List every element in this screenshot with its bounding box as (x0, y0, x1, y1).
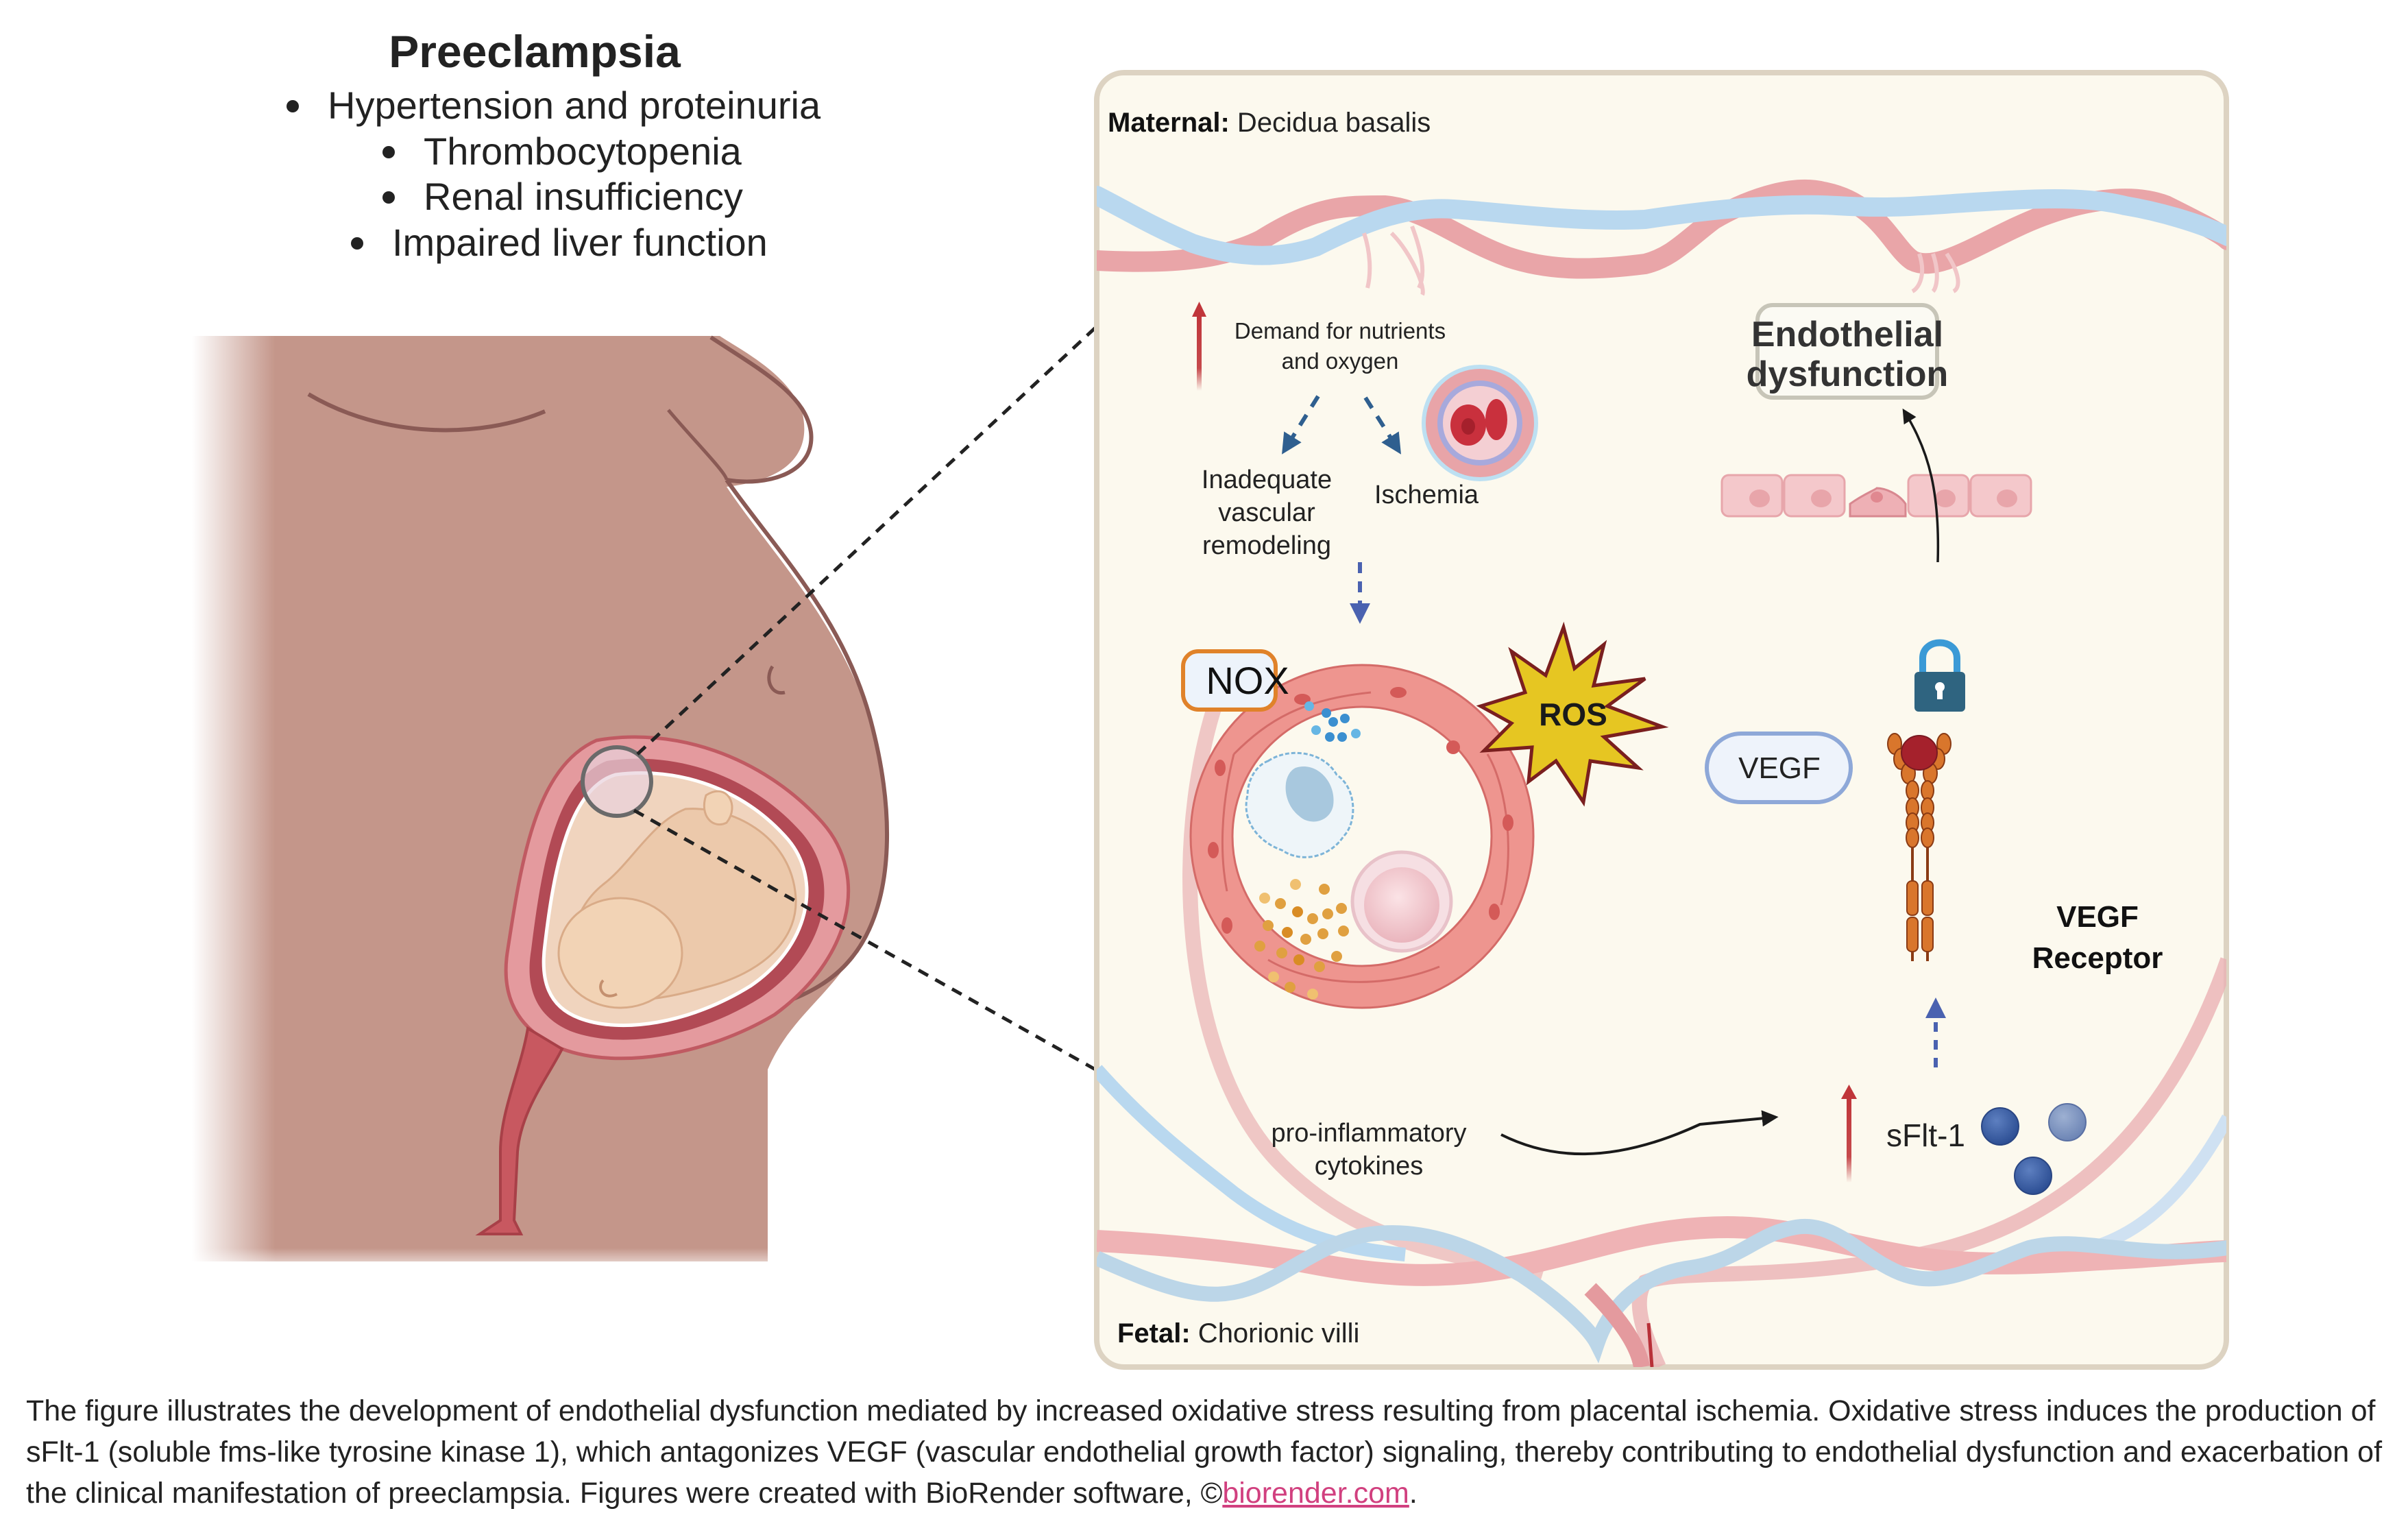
arrow-to-dysfunction (1902, 408, 1940, 563)
dashed-arrow-icon (1363, 396, 1401, 455)
caption-text: The figure illustrates the development o… (26, 1394, 2383, 1510)
sflt1-label: sFlt-1 (1886, 1117, 1965, 1153)
ischemia-vessel-icon (1422, 365, 1538, 481)
cytokines-label: pro-inflammatory (1271, 1119, 1466, 1148)
vegf-receptor-icon (1887, 733, 1951, 961)
preeclampsia-title: Preeclampsia (389, 26, 681, 77)
cytokine-particles (1254, 879, 1349, 1000)
ischemia-text: Ischemia (1374, 481, 1479, 509)
ros-burst-icon: ROS (1476, 621, 1669, 807)
symptom-item: Renal insufficiency (424, 175, 743, 218)
increase-arrow-icon (1197, 315, 1202, 391)
lymphocyte-cell (1350, 850, 1453, 953)
fetal-vessels (1097, 1216, 2226, 1367)
maternal-label: Maternal: Decidua basalis (1108, 108, 1431, 138)
vegf-badge: VEGF (1705, 732, 1853, 804)
vegf-receptor-label: VEGF (2056, 900, 2139, 934)
inadequate-text: remodeling (1202, 531, 1331, 560)
magnifier-circle (581, 745, 653, 818)
ros-label: ROS (1539, 697, 1607, 732)
maternal-vessels (1097, 179, 2226, 296)
sflt1-molecules-icon (1981, 1103, 2087, 1195)
figure-caption: The figure illustrates the development o… (26, 1390, 2391, 1514)
demand-text: and oxygen (1282, 348, 1399, 374)
navel (767, 665, 786, 695)
vegf-label: VEGF (1738, 751, 1821, 785)
increase-arrow-icon (1847, 1097, 1851, 1183)
demand-increase: Demand for nutrients and oxygen (1192, 302, 1446, 391)
demand-text: Demand for nutrients (1235, 318, 1446, 343)
caption-suffix: . (1409, 1477, 1418, 1510)
symptom-item: Hypertension and proteinuria (328, 84, 821, 127)
symptom-list: Hypertension and proteinuria Thrombocyto… (287, 84, 821, 264)
endothelial-dysfunction-box: Endothelial dysfunction (1747, 303, 1949, 400)
left-panel: Preeclampsia Hypertension and proteinuri… (171, 26, 1097, 1275)
symptom-item: Thrombocytopenia (424, 130, 742, 173)
bullet-icon (287, 100, 299, 112)
ros-particles (1304, 701, 1361, 742)
dashed-arrow-icon (1282, 395, 1320, 455)
endothelial-dysfunction-label: dysfunction (1747, 354, 1949, 394)
right-panel: Maternal: Decidua basalis Fetal: Chorion… (1094, 70, 2229, 1370)
bullet-icon (351, 237, 363, 250)
pregnant-body-illustration (171, 322, 889, 1275)
arrow-cytokines-to-sflt1 (1500, 1110, 1779, 1156)
nox-label: NOX (1206, 659, 1289, 702)
bullet-icon (382, 191, 395, 204)
lock-icon (1914, 639, 1965, 712)
zoom-line-top (636, 326, 1097, 756)
fetus-head (557, 897, 683, 1009)
fetal-label: Fetal: Chorionic villi (1117, 1318, 1359, 1349)
cytokines-label: cytokines (1315, 1152, 1423, 1181)
breast-contour (307, 392, 546, 433)
bullet-icon (382, 146, 395, 158)
vegf-receptor-label: Receptor (2032, 941, 2163, 975)
symptom-item: Impaired liver function (392, 221, 768, 264)
cervix (475, 1026, 564, 1235)
endothelial-cell-layer (1720, 474, 2032, 518)
macrophage-cell (1245, 751, 1354, 858)
nox-badge: NOX (1181, 649, 1289, 712)
blood-vessel-cross-section (1189, 664, 1535, 1009)
panel-frame (1094, 70, 2229, 1370)
inadequate-text: Inadequate (1202, 466, 1332, 494)
endothelial-dysfunction-label: Endothelial (1751, 315, 1943, 354)
biorender-link[interactable]: biorender.com (1222, 1477, 1409, 1510)
inadequate-text: vascular (1218, 498, 1315, 527)
